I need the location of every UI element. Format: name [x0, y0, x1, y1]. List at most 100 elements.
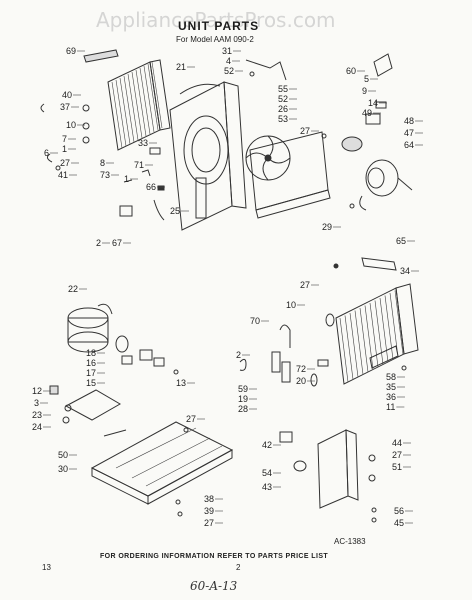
callout-47: 47 — [404, 128, 414, 138]
callout-70: 70 — [250, 316, 260, 326]
coil-fin — [344, 315, 354, 380]
callout-23: 23 — [32, 410, 42, 420]
callout-42: 42 — [262, 440, 272, 450]
coil-fin — [119, 77, 131, 145]
callout-51: 51 — [392, 462, 402, 472]
callout-65: 65 — [396, 236, 406, 246]
part-65-bracket — [333, 257, 397, 271]
coil-fin — [143, 65, 155, 133]
coil-fin — [379, 297, 389, 363]
callout-35: 35 — [386, 382, 396, 392]
coil-fin — [131, 71, 143, 139]
fan-motor — [349, 159, 413, 211]
watermark: AppliancePartsPros.com — [96, 8, 336, 32]
coil-fin — [135, 69, 147, 137]
callout-13: 13 — [176, 378, 186, 388]
condenser-coil — [335, 283, 419, 385]
blower-fan — [245, 135, 291, 181]
callout-69: 69 — [66, 46, 76, 56]
part-callouts: 69 40 37 10 7 1 6 27 41 8 73 21 31 4 52 … — [32, 46, 414, 528]
callout-52: 52 — [278, 94, 288, 104]
coil-fin — [349, 312, 359, 378]
callout-21: 21 — [176, 62, 186, 72]
part-31-bracket — [245, 59, 287, 81]
callout-33: 33 — [138, 138, 148, 148]
coil-fin — [339, 317, 349, 383]
callout-44: 44 — [392, 438, 402, 448]
callout-72: 72 — [296, 364, 306, 374]
callout-27-mid: 27 — [300, 280, 310, 290]
callout-25: 25 — [170, 206, 180, 216]
coil-fin — [151, 61, 163, 129]
callout-37: 37 — [60, 102, 70, 112]
callout-11: 11 — [386, 402, 395, 412]
coil-fin — [354, 310, 364, 375]
coil-fin — [111, 81, 123, 149]
coil-fin — [115, 79, 127, 147]
callout-18: 18 — [86, 348, 96, 358]
callout-6: 6 — [44, 148, 49, 158]
callout-43: 43 — [262, 482, 272, 492]
callout-5: 5 — [364, 74, 369, 84]
ordering-note: FOR ORDERING INFORMATION REFER TO PARTS … — [100, 553, 328, 560]
fan-shroud — [169, 81, 247, 231]
coil-fin — [147, 63, 159, 131]
control-parts — [119, 147, 207, 221]
control-box — [279, 429, 377, 523]
coil-fin — [139, 67, 151, 135]
coil-fin — [359, 307, 369, 373]
evaporator-coil — [107, 59, 171, 151]
coil-fin — [123, 75, 135, 143]
callout-1-lower: 1 — [124, 174, 129, 184]
callout-26: 26 — [278, 104, 288, 114]
callout-39: 39 — [204, 506, 214, 516]
callout-27-base: 27 — [186, 414, 196, 424]
callout-36: 36 — [386, 392, 396, 402]
callout-48: 48 — [404, 116, 414, 126]
callout-leaders — [40, 50, 424, 524]
callout-71: 71 — [134, 160, 144, 170]
model-subtitle: For Model AAM 090-2 — [176, 35, 254, 44]
callout-53: 53 — [278, 114, 288, 124]
callout-58: 58 — [386, 372, 396, 382]
callout-50: 50 — [58, 450, 68, 460]
callout-60: 60 — [346, 66, 356, 76]
callout-66: 66 — [146, 182, 156, 192]
coil-fin — [384, 295, 394, 360]
callout-41: 41 — [58, 170, 68, 180]
callout-24: 24 — [32, 422, 42, 432]
callout-1: 1 — [62, 144, 67, 154]
handwritten-code: 60-A-13 — [190, 579, 238, 593]
callout-30: 30 — [58, 464, 68, 474]
callout-34: 34 — [400, 266, 410, 276]
callout-73: 73 — [100, 170, 110, 180]
callout-19: 19 — [238, 394, 248, 404]
diagram-title: UNIT PARTS — [178, 19, 259, 33]
figure-code: AC-1383 — [334, 537, 366, 546]
compressor-mounts — [49, 385, 121, 424]
callout-59: 59 — [238, 384, 248, 394]
callout-67: 67 — [112, 238, 122, 248]
callout-2: 2 — [96, 238, 101, 248]
callout-28: 28 — [238, 404, 248, 414]
compressor — [67, 303, 113, 353]
callout-20: 20 — [296, 376, 306, 386]
callout-49: 49 — [362, 108, 372, 118]
callout-54: 54 — [262, 468, 272, 478]
callout-7: 7 — [62, 134, 67, 144]
callout-12: 12 — [32, 386, 42, 396]
callout-31: 31 — [222, 46, 232, 56]
callout-9: 9 — [362, 86, 367, 96]
callout-16: 16 — [86, 358, 96, 368]
callout-14: 14 — [368, 98, 378, 108]
callout-45: 45 — [394, 518, 404, 528]
callout-27-box: 27 — [392, 450, 402, 460]
callout-27-center: 27 — [300, 126, 310, 136]
callout-38: 38 — [204, 494, 214, 504]
part-29-partition — [249, 131, 331, 219]
callout-22: 22 — [68, 284, 78, 294]
callout-4: 4 — [226, 56, 231, 66]
motor-mount-parts — [321, 53, 393, 152]
corner-mark: 13 — [42, 563, 51, 572]
